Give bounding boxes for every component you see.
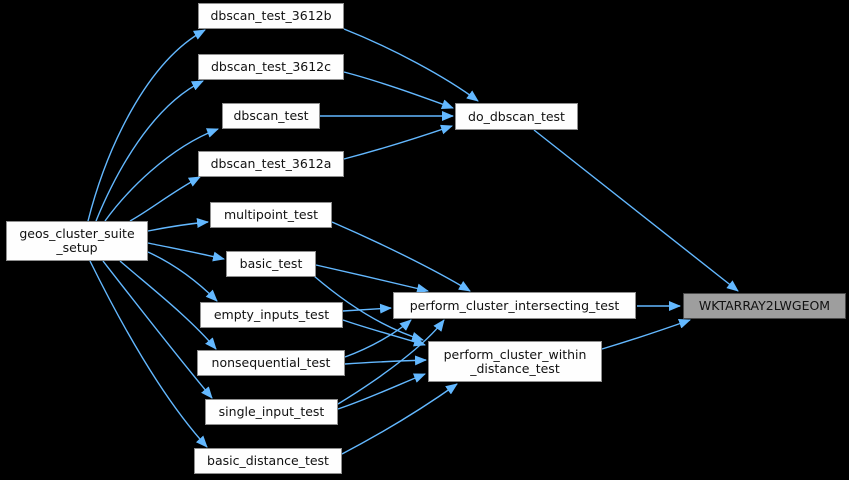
node-basic_distance_test[interactable]: basic_distance_test bbox=[194, 448, 342, 474]
edge-basic_test-to-perform_cluster_intersecting_test bbox=[315, 264, 429, 294]
edge-setup-to-basic_distance_test bbox=[89, 260, 208, 448]
node-dbscan_test[interactable]: dbscan_test bbox=[222, 103, 320, 129]
edge-do_dbscan_test-to-WKTARRAY2LWGEOM bbox=[533, 129, 739, 292]
edge-perform_cluster_within_distance_test-to-WKTARRAY2LWGEOM bbox=[601, 318, 691, 350]
node-label: dbscan_test_3612a bbox=[210, 156, 332, 171]
node-perform_cluster_intersecting_test[interactable]: perform_cluster_intersecting_test bbox=[393, 292, 636, 319]
edge-setup-to-nonsequential_test bbox=[119, 260, 217, 350]
node-label: WKTARRAY2LWGEOM bbox=[698, 298, 831, 313]
edge-nonsequential_test-to-perform_cluster_within_distance_test bbox=[344, 355, 427, 366]
node-label: _setup bbox=[56, 240, 98, 255]
node-label: do_dbscan_test bbox=[468, 108, 565, 124]
edge-dbscan_test_3612a-to-do_dbscan_test bbox=[343, 124, 453, 160]
node-WKTARRAY2LWGEOM: WKTARRAY2LWGEOM bbox=[683, 293, 846, 319]
edge-dbscan_test_3612b-to-do_dbscan_test bbox=[343, 28, 479, 102]
node-dbscan_test_3612a[interactable]: dbscan_test_3612a bbox=[198, 151, 344, 177]
edge-nonsequential_test-to-perform_cluster_intersecting_test bbox=[344, 319, 412, 358]
node-label: multipoint_test bbox=[223, 207, 319, 222]
node-basic_test[interactable]: basic_test bbox=[226, 251, 316, 277]
edge-empty_inputs_test-to-perform_cluster_intersecting_test bbox=[342, 303, 392, 314]
edge-setup-to-dbscan_test_3612a bbox=[129, 176, 201, 222]
node-label: dbscan_test_3612b bbox=[210, 8, 332, 23]
node-nonsequential_test[interactable]: nonsequential_test bbox=[197, 350, 345, 376]
node-label: perform_cluster_within bbox=[443, 346, 587, 362]
node-do_dbscan_test[interactable]: do_dbscan_test bbox=[455, 103, 578, 130]
edge-setup-to-basic_test bbox=[147, 242, 225, 262]
edge-dbscan_test_3612c-to-do_dbscan_test bbox=[343, 71, 454, 109]
edge-empty_inputs_test-to-perform_cluster_within_distance_test bbox=[342, 319, 426, 347]
edge-setup-to-single_input_test bbox=[102, 260, 213, 399]
node-perform_cluster_within_distance_test[interactable]: perform_cluster_within _distance_test bbox=[428, 341, 602, 382]
node-label: perform_cluster_intersecting_test bbox=[409, 297, 620, 313]
edge-multipoint_test-to-perform_cluster_intersecting_test bbox=[331, 221, 471, 292]
node-label: single_input_test bbox=[218, 404, 325, 419]
edge-setup-to-empty_inputs_test bbox=[147, 251, 218, 302]
edge-setup-to-dbscan_test bbox=[104, 128, 219, 222]
node-single_input_test[interactable]: single_input_test bbox=[205, 399, 338, 425]
node-label: basic_test bbox=[239, 256, 303, 271]
edge-setup-to-dbscan_test_3612b bbox=[87, 29, 206, 222]
edge-setup-to-multipoint_test bbox=[147, 218, 209, 232]
node-label: nonsequential_test bbox=[211, 355, 331, 370]
node-label: basic_distance_test bbox=[207, 453, 329, 468]
node-label: _distance_test bbox=[470, 360, 560, 376]
edge-setup-to-dbscan_test_3612c bbox=[95, 80, 204, 222]
node-label: dbscan_test bbox=[233, 108, 309, 123]
node-label: geos_cluster_suite bbox=[19, 226, 135, 241]
node-label: dbscan_test_3612c bbox=[210, 59, 332, 74]
edge-single_input_test-to-perform_cluster_within_distance_test bbox=[337, 373, 426, 410]
node-dbscan_test_3612c[interactable]: dbscan_test_3612c bbox=[198, 54, 344, 80]
node-multipoint_test[interactable]: multipoint_test bbox=[210, 202, 332, 228]
node-dbscan_test_3612b[interactable]: dbscan_test_3612b bbox=[198, 3, 344, 29]
node-geos_cluster_suite_setup[interactable]: geos_cluster_suite _setup bbox=[6, 221, 148, 261]
node-label: empty_inputs_test bbox=[213, 307, 330, 322]
edge-basic_distance_test-to-perform_cluster_within_distance_test bbox=[341, 383, 458, 455]
edge-basic_test-to-perform_cluster_within_distance_test bbox=[313, 275, 424, 342]
node-empty_inputs_test[interactable]: empty_inputs_test bbox=[200, 302, 343, 328]
